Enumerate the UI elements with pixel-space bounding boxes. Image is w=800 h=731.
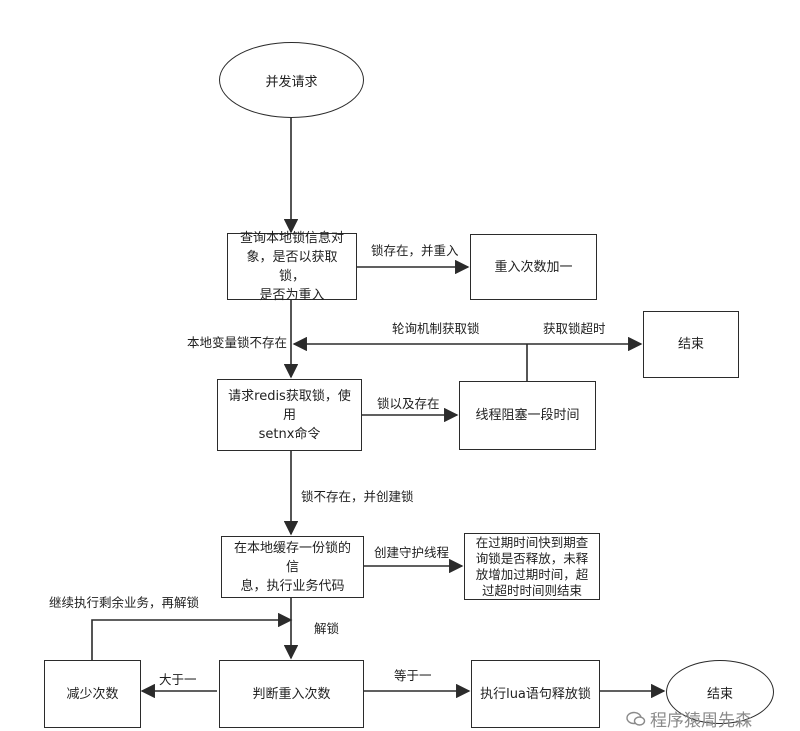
thread-block-text: 线程阻塞一段时间: [475, 408, 580, 423]
end-top-node: 结束: [643, 311, 739, 378]
end-bottom-text: 结束: [706, 686, 733, 702]
decrease-node: 减少次数: [44, 660, 141, 728]
query-lock-line-2: 象，是否以获取锁，: [246, 249, 338, 284]
label-lock-already-exists: 锁以及存在: [377, 396, 440, 411]
daemon-task-line-3: 放增加过期时间，超: [475, 566, 589, 582]
daemon-task-line-1: 在过期时间快到期查: [475, 534, 589, 550]
watermark: 程序猿周先森: [626, 706, 752, 731]
label-acquire-timeout: 获取锁超时: [543, 321, 606, 336]
label-lock-exists-reenter: 锁存在，并重入: [371, 243, 459, 258]
cache-lock-line-2: 息，执行业务代码: [240, 578, 345, 594]
label-equals-one: 等于一: [394, 668, 432, 683]
judge-reentry-text: 判断重入次数: [252, 686, 331, 702]
end-top-text: 结束: [677, 337, 704, 352]
label-local-lock-missing: 本地变量锁不存在: [187, 335, 288, 350]
start-node: 并发请求: [219, 42, 364, 118]
start-node-text: 并发请求: [265, 74, 318, 90]
watermark-text: 程序猿周先森: [650, 711, 752, 731]
judge-reentry-node: 判断重入次数: [219, 660, 364, 728]
daemon-task-line-2: 询锁是否释放，未释: [475, 550, 589, 566]
query-lock-line-3: 是否为重入: [259, 287, 325, 303]
thread-block-node: 线程阻塞一段时间: [459, 381, 596, 450]
lua-release-text: 执行lua语句释放锁: [480, 686, 591, 702]
decrease-text: 减少次数: [66, 686, 119, 702]
label-create-daemon: 创建守护线程: [374, 545, 450, 560]
arrow-decrease-loop: [91, 612, 293, 660]
label-greater-than-one: 大于一: [159, 672, 197, 687]
label-continue-business: 继续执行剩余业务，再解锁: [49, 595, 200, 610]
request-redis-line-1: 请求redis获取锁，使用: [228, 388, 351, 423]
daemon-task-node: 在过期时间快到期查 询锁是否释放，未释 放增加过期时间，超 过超时时间则结束: [464, 533, 600, 600]
cache-lock-node: 在本地缓存一份锁的信 息，执行业务代码: [221, 536, 364, 598]
lua-release-node: 执行lua语句释放锁: [471, 660, 600, 728]
wechat-icon: [626, 711, 646, 726]
end-bottom-node: 结束: [666, 660, 774, 724]
request-redis-line-2: setnx命令: [258, 426, 321, 442]
daemon-task-line-4: 过超时时间则结束: [481, 582, 582, 598]
reentry-plus-node: 重入次数加一: [470, 234, 597, 300]
label-polling-acquire: 轮询机制获取锁: [392, 321, 480, 336]
label-unlock: 解锁: [314, 621, 340, 636]
query-lock-node: 查询本地锁信息对 象，是否以获取锁， 是否为重入: [227, 231, 357, 303]
label-lock-missing-create: 锁不存在，并创建锁: [301, 489, 414, 504]
request-redis-node: 请求redis获取锁，使用 setnx命令: [217, 379, 362, 451]
cache-lock-line-1: 在本地缓存一份锁的信: [233, 540, 351, 575]
reentry-plus-text: 重入次数加一: [494, 259, 573, 275]
query-lock-line-1: 查询本地锁信息对: [239, 230, 344, 246]
